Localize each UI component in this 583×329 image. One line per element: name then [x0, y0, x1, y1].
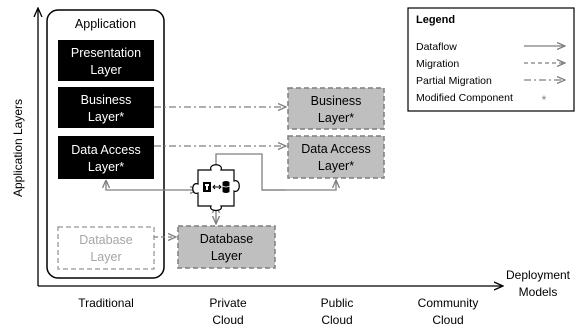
legend-item-dataflow: Dataflow — [416, 41, 457, 53]
business-layer-box — [58, 87, 154, 128]
category-public-line2: Cloud — [321, 313, 352, 327]
dataflow-arrow-app-to-adapter — [106, 181, 198, 190]
legend: Legend Dataflow Migration Partial Migrat… — [407, 7, 575, 112]
presentation-layer-line1: Presentation — [71, 46, 141, 60]
dataflow-arrow-adapter-to-cloud-data-access — [262, 180, 336, 191]
x-axis-label-line1: Deployment — [506, 268, 571, 282]
cloud-database-layer-line2: Layer — [211, 249, 242, 263]
cloud-data-access-layer-line2: Layer* — [318, 159, 354, 173]
business-layer-line2: Layer* — [88, 110, 124, 124]
y-axis-label: Application Layers — [11, 99, 25, 197]
cloud-data-access-layer-line1: Data Access — [301, 142, 370, 156]
presentation-layer-line2: Layer — [90, 63, 121, 77]
category-traditional: Traditional — [78, 296, 134, 310]
database-layer-box-faded — [57, 226, 155, 270]
category-private-line1: Private — [209, 296, 247, 310]
presentation-layer-box — [58, 40, 154, 81]
legend-title: Legend — [416, 14, 455, 26]
legend-item-modified-component: Modified Component — [416, 92, 513, 104]
database-layer-faded-line1: Database — [79, 233, 133, 247]
category-private-line2: Cloud — [212, 313, 243, 327]
category-community-line2: Cloud — [432, 313, 463, 327]
cloud-data-access-layer-box — [287, 135, 385, 179]
category-community-line1: Community — [418, 296, 479, 310]
cloud-database-layer-box — [177, 225, 276, 269]
category-public-line1: Public — [321, 296, 354, 310]
legend-item-partial-migration: Partial Migration — [416, 75, 492, 87]
cloud-database-layer-line1: Database — [200, 232, 254, 246]
data-access-layer-line2: Layer* — [88, 160, 124, 174]
data-access-layer-box — [58, 136, 154, 179]
database-layer-faded-line2: Layer — [90, 250, 121, 264]
cloud-business-layer-line1: Business — [311, 94, 362, 108]
application-title: Application — [75, 17, 136, 31]
x-axis-label-line2: Models — [519, 285, 558, 299]
cloud-business-layer-line2: Layer* — [318, 111, 354, 125]
legend-modified-symbol: * — [542, 93, 547, 107]
data-access-layer-line1: Data Access — [71, 143, 140, 157]
puzzle-adapter-icon — [192, 164, 240, 212]
cloud-business-layer-box — [287, 87, 385, 130]
business-layer-line1: Business — [81, 93, 132, 107]
legend-item-migration: Migration — [416, 58, 459, 70]
